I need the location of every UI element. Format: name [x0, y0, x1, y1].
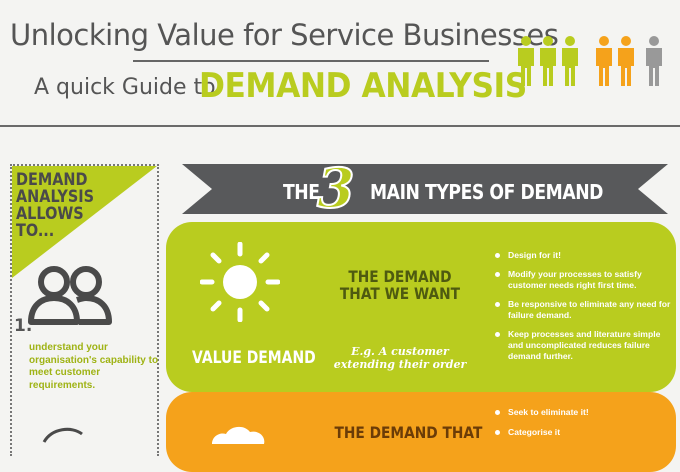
person-icon	[540, 36, 556, 86]
person-icon	[596, 36, 612, 86]
failure-demand-bullets: Seek to eliminate it! Categorise it	[494, 407, 672, 447]
person-icon	[618, 36, 634, 86]
person-icon	[518, 36, 534, 86]
value-demand-bullets: Design for it! Modify your processes to …	[494, 250, 672, 370]
value-demand-example: E.g. A customer extending their order	[333, 345, 467, 371]
sidebar-item-number: 1.	[14, 316, 33, 336]
list-item: Categorise it	[494, 427, 672, 438]
title-line-1: Unlocking Value for Service Businesses	[10, 18, 559, 52]
list-item: Seek to eliminate it!	[494, 407, 672, 418]
person-icon	[646, 36, 662, 86]
list-item: Keep processes and literature simple and…	[494, 329, 672, 362]
banner-prefix: THE	[283, 180, 320, 204]
list-item: Design for it!	[494, 250, 672, 261]
sidebar-item-text: understand your organisation's capabilit…	[29, 342, 159, 391]
title-highlight: DEMAND ANALYSIS	[199, 66, 527, 106]
sun-icon	[200, 242, 280, 322]
sidebar-panel: DEMAND ANALYSIS ALLOWS TO... 1. understa…	[10, 164, 159, 456]
failure-demand-heading: THE DEMAND THAT	[334, 423, 483, 442]
value-demand-card	[166, 222, 676, 392]
value-demand-label: VALUE DEMAND	[192, 348, 316, 368]
list-item: Be responsive to eliminate any need for …	[494, 299, 672, 321]
title-underline	[133, 60, 489, 62]
header: Unlocking Value for Service Businesses A…	[0, 0, 680, 127]
sidebar-heading: DEMAND ANALYSIS ALLOWS TO...	[16, 170, 95, 241]
list-item: Modify your processes to satisfy custome…	[494, 269, 672, 291]
sidebar-triangle	[12, 166, 157, 278]
banner-ribbon	[182, 164, 668, 214]
header-divider	[0, 125, 680, 127]
people-group-icon	[28, 266, 112, 325]
banner-suffix: MAIN TYPES OF DEMAND	[370, 180, 604, 204]
banner-number: 3	[316, 155, 356, 221]
cloud-icon	[212, 426, 265, 444]
title-line-2: A quick Guide to	[34, 75, 216, 100]
value-demand-heading: THE DEMAND THAT WE WANT	[339, 267, 461, 303]
person-icon	[562, 36, 578, 86]
partial-icon	[42, 427, 83, 443]
